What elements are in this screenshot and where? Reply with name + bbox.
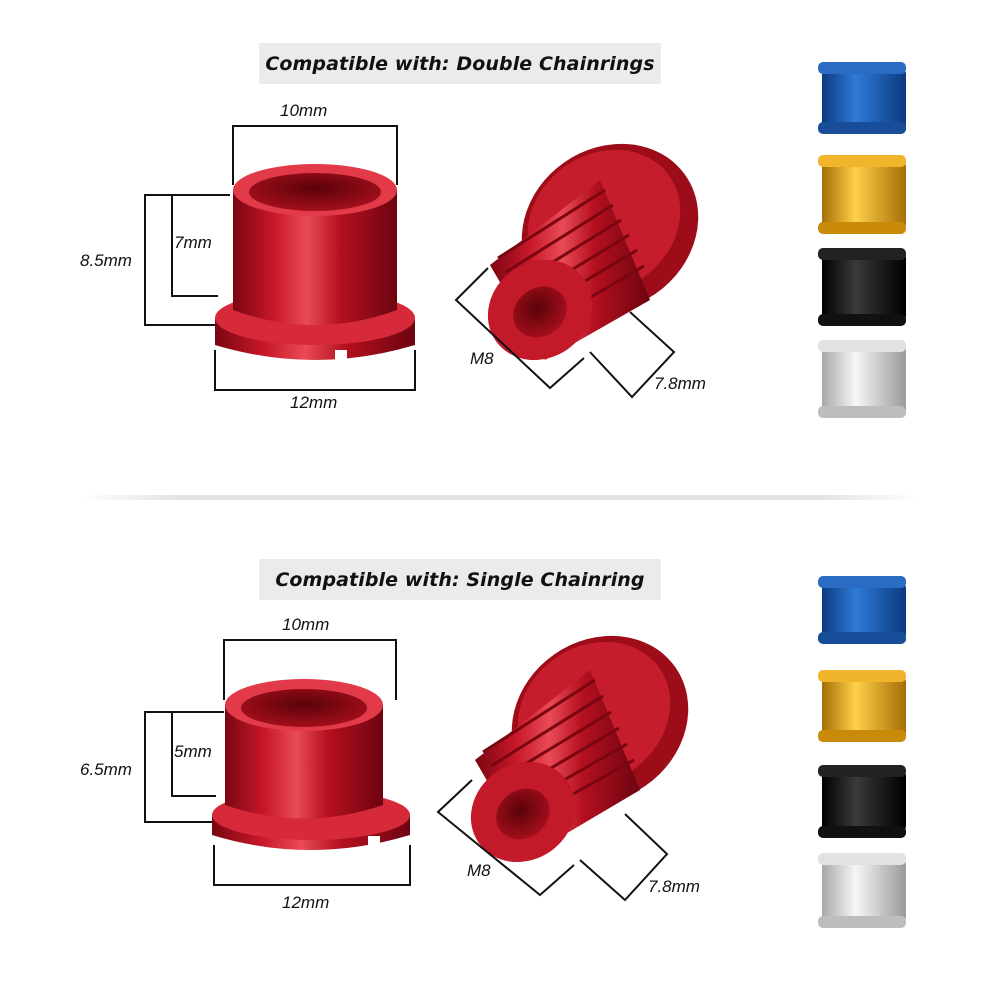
nut-inner-height-label: 7mm	[174, 233, 212, 252]
bolt-thread-label: M8	[467, 861, 491, 880]
compatibility-banner-double: Compatible with: Double Chainrings	[259, 43, 661, 84]
chainring-bolt	[487, 143, 699, 361]
bolt-thread-label: M8	[470, 349, 494, 368]
chainring-bolt	[470, 635, 689, 863]
nut-top-width-label: 10mm	[280, 101, 328, 120]
dimension-lines	[454, 267, 676, 399]
gold-bolt-swatch	[818, 155, 906, 234]
black-bolt-swatch	[818, 765, 906, 838]
section-divider	[80, 495, 920, 500]
silver-bolt-swatch	[818, 340, 906, 418]
nut-bottom-width-label: 12mm	[282, 893, 330, 912]
dimension-lines	[436, 779, 669, 902]
silver-bolt-swatch	[818, 853, 906, 928]
chainring-nut	[212, 679, 410, 850]
bolt-length-label: 7.8mm	[648, 877, 700, 896]
nut-outer-height-label: 8.5mm	[80, 251, 132, 270]
banner-text: Compatible with: Single Chainring	[275, 568, 645, 591]
nut-outer-height-label: 6.5mm	[80, 760, 132, 779]
nut-top-width-label: 10mm	[282, 615, 330, 634]
gold-bolt-swatch	[818, 670, 906, 742]
banner-text: Compatible with: Double Chainrings	[265, 52, 655, 75]
blue-bolt-swatch	[818, 62, 906, 134]
nut-bottom-width-label: 12mm	[290, 393, 338, 412]
blue-bolt-swatch	[818, 576, 906, 644]
color-options	[818, 576, 906, 928]
nut-inner-height-label: 5mm	[174, 742, 212, 761]
dimension-lines	[144, 125, 416, 391]
compatibility-banner-single: Compatible with: Single Chainring	[259, 559, 661, 600]
black-bolt-swatch	[818, 248, 906, 326]
chainring-nut	[215, 164, 415, 362]
bolt-length-label: 7.8mm	[654, 374, 706, 393]
dimension-lines	[144, 639, 411, 886]
color-options	[818, 62, 906, 418]
